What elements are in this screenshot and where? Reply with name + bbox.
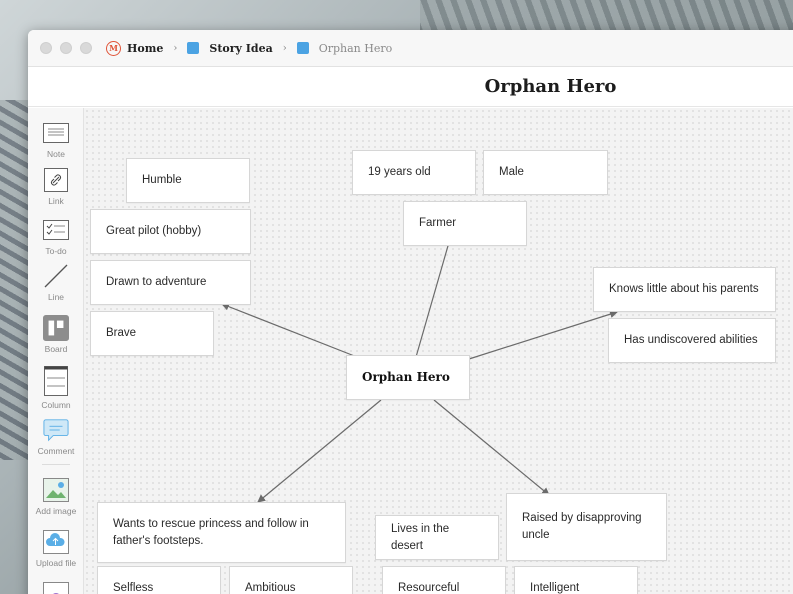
card-adventure[interactable]: Drawn to adventure: [90, 260, 251, 305]
card-farmer-text: Farmer: [419, 217, 457, 229]
line-icon: [43, 264, 69, 288]
card-resourceful[interactable]: Resourceful: [382, 566, 506, 594]
card-brave[interactable]: Brave: [90, 311, 214, 356]
card-selfless[interactable]: Selfless: [97, 566, 221, 594]
card-parents[interactable]: Knows little about his parents: [593, 267, 776, 312]
breadcrumb: M Home › Story Idea › Orphan Hero: [106, 40, 393, 56]
tool-upload-file-label: Upload file: [35, 558, 77, 568]
card-selfless-text: Selfless: [113, 582, 154, 594]
tool-todo-label: To-do: [45, 246, 67, 256]
tool-column[interactable]: Column: [28, 366, 84, 410]
card-uncle-text: Raised by disapproving uncle: [522, 512, 642, 541]
breadcrumb-current: Orphan Hero: [318, 41, 393, 55]
card-rescue[interactable]: Wants to rescue princess and follow in f…: [97, 502, 346, 563]
card-brave-text: Brave: [106, 327, 137, 339]
card-center-orphan-hero[interactable]: Orphan Hero: [346, 355, 470, 400]
board-icon: [187, 42, 200, 54]
tool-sidebar: Note Link To-do Line Board: [28, 108, 84, 594]
tool-link-label: Link: [48, 196, 64, 206]
tool-add-image[interactable]: Add image: [28, 478, 84, 516]
close-window-button[interactable]: [40, 42, 52, 54]
chevron-right-icon: ›: [282, 42, 287, 54]
tool-column-label: Column: [41, 400, 71, 410]
toolbar-divider: [42, 464, 70, 465]
tool-line[interactable]: Line: [28, 264, 84, 302]
card-age[interactable]: 19 years old: [352, 150, 476, 195]
board-header: Orphan Hero: [28, 67, 793, 107]
note-icon: [43, 121, 69, 145]
title-bar: M Home › Story Idea › Orphan Hero: [28, 30, 793, 67]
card-ambitious[interactable]: Ambitious: [229, 566, 353, 594]
board-icon: [296, 42, 309, 54]
card-adventure-text: Drawn to adventure: [106, 276, 207, 288]
link-icon: [43, 168, 69, 192]
image-icon: [43, 478, 69, 502]
card-age-text: 19 years old: [368, 166, 431, 178]
tool-note[interactable]: Note: [28, 121, 84, 159]
card-desert-text: Lives in the desert: [391, 522, 450, 552]
tool-link[interactable]: Link: [28, 168, 84, 206]
maximize-window-button[interactable]: [80, 42, 92, 54]
todo-icon: [43, 218, 69, 242]
chevron-right-icon: ›: [173, 42, 178, 54]
tool-todo[interactable]: To-do: [28, 218, 84, 256]
column-icon: [43, 366, 69, 396]
card-male[interactable]: Male: [483, 150, 608, 195]
tool-upload-file[interactable]: Upload file: [28, 530, 84, 568]
card-humble-text: Humble: [142, 174, 182, 186]
card-uncle[interactable]: Raised by disapproving uncle: [506, 493, 667, 561]
tool-comment-label: Comment: [37, 446, 75, 456]
card-humble[interactable]: Humble: [126, 158, 250, 203]
card-desert[interactable]: Lives in the desert: [375, 515, 499, 560]
card-parents-text: Knows little about his parents: [609, 283, 759, 295]
tool-board[interactable]: Board: [28, 315, 84, 354]
card-resourceful-text: Resourceful: [398, 582, 460, 594]
card-rescue-text: Wants to rescue princess and follow in f…: [113, 517, 309, 547]
card-intelligent[interactable]: Intelligent: [514, 566, 638, 594]
minimize-window-button[interactable]: [60, 42, 72, 54]
arrow-to-parents[interactable]: [468, 310, 618, 360]
board-canvas[interactable]: Humble Great pilot (hobby) Drawn to adve…: [84, 108, 793, 594]
comment-icon: [43, 418, 69, 442]
app-window: M Home › Story Idea › Orphan Hero Orphan…: [28, 30, 793, 594]
tool-more[interactable]: [28, 582, 84, 594]
milanote-logo-icon[interactable]: M: [106, 40, 121, 56]
card-farmer[interactable]: Farmer: [403, 201, 527, 246]
arrow-to-uncle[interactable]: [433, 399, 550, 496]
tool-board-label: Board: [44, 344, 68, 354]
more-tool-icon: [43, 582, 69, 594]
arrow-to-rescue[interactable]: [257, 399, 382, 503]
tool-note-label: Note: [47, 149, 65, 159]
breadcrumb-story-idea[interactable]: Story Idea: [209, 41, 273, 55]
card-pilot[interactable]: Great pilot (hobby): [90, 209, 251, 254]
page-title[interactable]: Orphan Hero: [484, 76, 617, 97]
card-center-text: Orphan Hero: [362, 370, 450, 384]
upload-icon: [43, 530, 69, 554]
tool-comment[interactable]: Comment: [28, 418, 84, 456]
tool-line-label: Line: [47, 292, 65, 302]
card-ambitious-text: Ambitious: [245, 582, 296, 594]
card-pilot-text: Great pilot (hobby): [106, 225, 202, 237]
window-controls: [40, 42, 92, 54]
tool-add-image-label: Add image: [35, 506, 77, 516]
card-abilities[interactable]: Has undiscovered abilities: [608, 318, 776, 363]
arrow-to-adventure[interactable]: [221, 302, 358, 358]
card-abilities-text: Has undiscovered abilities: [624, 334, 758, 346]
card-male-text: Male: [499, 166, 524, 178]
board-tool-icon: [43, 315, 69, 341]
card-intelligent-text: Intelligent: [530, 582, 580, 594]
breadcrumb-home[interactable]: Home: [127, 41, 164, 55]
